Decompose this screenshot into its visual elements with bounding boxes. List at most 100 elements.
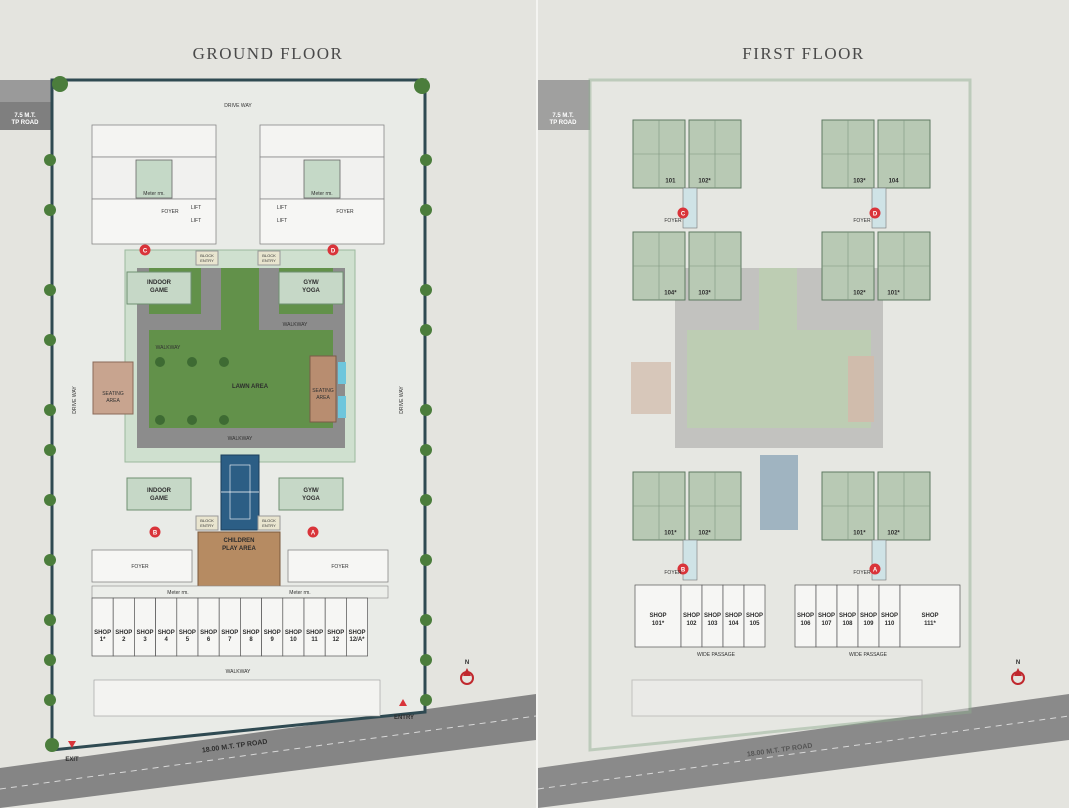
- shop-unit: [303, 597, 326, 657]
- main-road: [0, 694, 536, 808]
- svg-text:WALKWAY: WALKWAY: [228, 436, 253, 442]
- front-parking: [93, 679, 381, 717]
- shop-label: SHOP: [94, 630, 111, 636]
- north-arrow-icon: [460, 668, 474, 685]
- svg-text:AREA: AREA: [106, 398, 120, 404]
- ff-shop-label: SHOP: [649, 613, 666, 619]
- svg-text:WIDE PASSAGE: WIDE PASSAGE: [849, 652, 888, 658]
- shop-unit: [324, 597, 347, 657]
- svg-text:SEATING: SEATING: [312, 388, 334, 394]
- ff-shop-number: 101*: [652, 621, 665, 627]
- unit-number: 102*: [698, 531, 711, 537]
- svg-text:GAME: GAME: [150, 288, 168, 294]
- block-marker: [869, 563, 881, 575]
- svg-text:LIFT: LIFT: [191, 205, 201, 211]
- shop-number: 8: [249, 637, 253, 643]
- lawn-area: [149, 330, 333, 428]
- shop-label: SHOP: [200, 630, 217, 636]
- svg-text:LIFT: LIFT: [277, 205, 287, 211]
- gym-yoga-bottom: [278, 477, 344, 511]
- svg-text:ENTRY: ENTRY: [262, 258, 276, 263]
- shop-label: SHOP: [264, 630, 281, 636]
- svg-text:Meter rm.: Meter rm.: [143, 191, 164, 197]
- ff-shop-label: SHOP: [746, 613, 763, 619]
- first-floor-panel: FIRST FLOOR 7.5 M.T. TP ROAD 18.00 M.T. …: [538, 0, 1069, 808]
- ground-floor-shops: SHOP1*SHOP2SHOP3SHOP4SHOP5SHOP6SHOP7SHOP…: [91, 597, 368, 657]
- svg-text:GAME: GAME: [150, 496, 168, 502]
- shop-number: 4: [165, 637, 169, 643]
- shop-number: 3: [143, 637, 147, 643]
- svg-text:GYM/: GYM/: [303, 488, 319, 494]
- svg-text:WALKWAY: WALKWAY: [226, 669, 251, 675]
- block-marker-a: A: [307, 526, 319, 538]
- shop-unit: [197, 597, 220, 657]
- svg-text:PLAY AREA: PLAY AREA: [222, 546, 256, 552]
- shop-number: 9: [271, 637, 275, 643]
- svg-text:BLOCK: BLOCK: [200, 518, 214, 523]
- entry-label: ENTRY: [394, 715, 414, 721]
- seating-area-left: [92, 361, 134, 415]
- shop-number: 5: [186, 637, 190, 643]
- ff-north-label: N: [1016, 660, 1020, 666]
- shop-label: SHOP: [285, 630, 302, 636]
- ff-shop-number: 103: [707, 621, 718, 627]
- ff-main-road: [538, 694, 1069, 808]
- shop-unit: [261, 597, 284, 657]
- ff-shop-number: 111*: [924, 621, 936, 627]
- svg-text:INDOOR: INDOOR: [147, 280, 172, 286]
- svg-text:C: C: [143, 249, 148, 255]
- ff-shop-unit: [743, 584, 766, 648]
- shop-unit: [176, 597, 199, 657]
- shop-number: 1*: [100, 637, 106, 643]
- unit-number: 103*: [853, 179, 866, 185]
- block-marker: [677, 207, 689, 219]
- ff-shop-label: SHOP: [797, 613, 814, 619]
- foyer-label: FOYER: [664, 218, 682, 224]
- svg-text:BLOCK: BLOCK: [262, 518, 276, 523]
- lawn-area-label: LAWN AREA: [232, 384, 269, 390]
- ff-shop-unit: [634, 584, 682, 648]
- panel-divider: [536, 0, 538, 808]
- block-letter: B: [681, 568, 686, 574]
- ground-floor-plan: 7.5 M.T. TP ROAD 18.00 M.T. TP ROAD DRIV…: [0, 76, 536, 808]
- unit-number: 102*: [698, 179, 711, 185]
- shop-unit: [112, 597, 135, 657]
- shop-number: 6: [207, 637, 211, 643]
- indoor-game-top: [126, 271, 192, 305]
- shop-number: 12/A*: [349, 637, 365, 643]
- ff-shop-label: SHOP: [860, 613, 877, 619]
- block-marker-b: B: [149, 526, 161, 538]
- first-floor-shops: SHOP101*SHOP102SHOP103SHOP104SHOP105SHOP…: [634, 584, 961, 648]
- shop-label: SHOP: [136, 630, 153, 636]
- svg-text:FOYER: FOYER: [336, 209, 354, 215]
- svg-text:ENTRY: ENTRY: [262, 523, 276, 528]
- shop-label: SHOP: [242, 630, 259, 636]
- indoor-game-bottom: [126, 477, 192, 511]
- ff-shop-label: SHOP: [683, 613, 700, 619]
- shop-unit: [346, 597, 368, 657]
- svg-text:BLOCK: BLOCK: [200, 253, 214, 258]
- parking-block-d: Meter rm. FOYER LIFT LIFT: [259, 124, 385, 245]
- svg-text:FOYER: FOYER: [131, 564, 149, 570]
- north-label: N: [465, 660, 469, 666]
- svg-text:A: A: [311, 531, 316, 537]
- exit-label: EXIT: [65, 757, 79, 763]
- svg-text:WALKWAY: WALKWAY: [156, 345, 181, 351]
- ff-shop-number: 104: [728, 621, 739, 627]
- svg-text:AREA: AREA: [316, 395, 330, 401]
- svg-text:WIDE PASSAGE: WIDE PASSAGE: [697, 652, 736, 658]
- block-letter: D: [873, 212, 878, 218]
- svg-text:CHILDREN: CHILDREN: [224, 538, 255, 544]
- svg-text:ENTRY: ENTRY: [200, 523, 214, 528]
- svg-text:Meter rm.: Meter rm.: [311, 191, 332, 197]
- block-letter: C: [681, 212, 686, 218]
- ff-shop-label: SHOP: [921, 613, 938, 619]
- svg-text:TP ROAD: TP ROAD: [550, 120, 578, 126]
- ff-shop-label: SHOP: [818, 613, 835, 619]
- block-marker: [869, 207, 881, 219]
- ff-shop-number: 109: [863, 621, 874, 627]
- unit-number: 104*: [664, 291, 677, 297]
- svg-text:YOGA: YOGA: [302, 496, 320, 502]
- ff-shop-number: 105: [749, 621, 760, 627]
